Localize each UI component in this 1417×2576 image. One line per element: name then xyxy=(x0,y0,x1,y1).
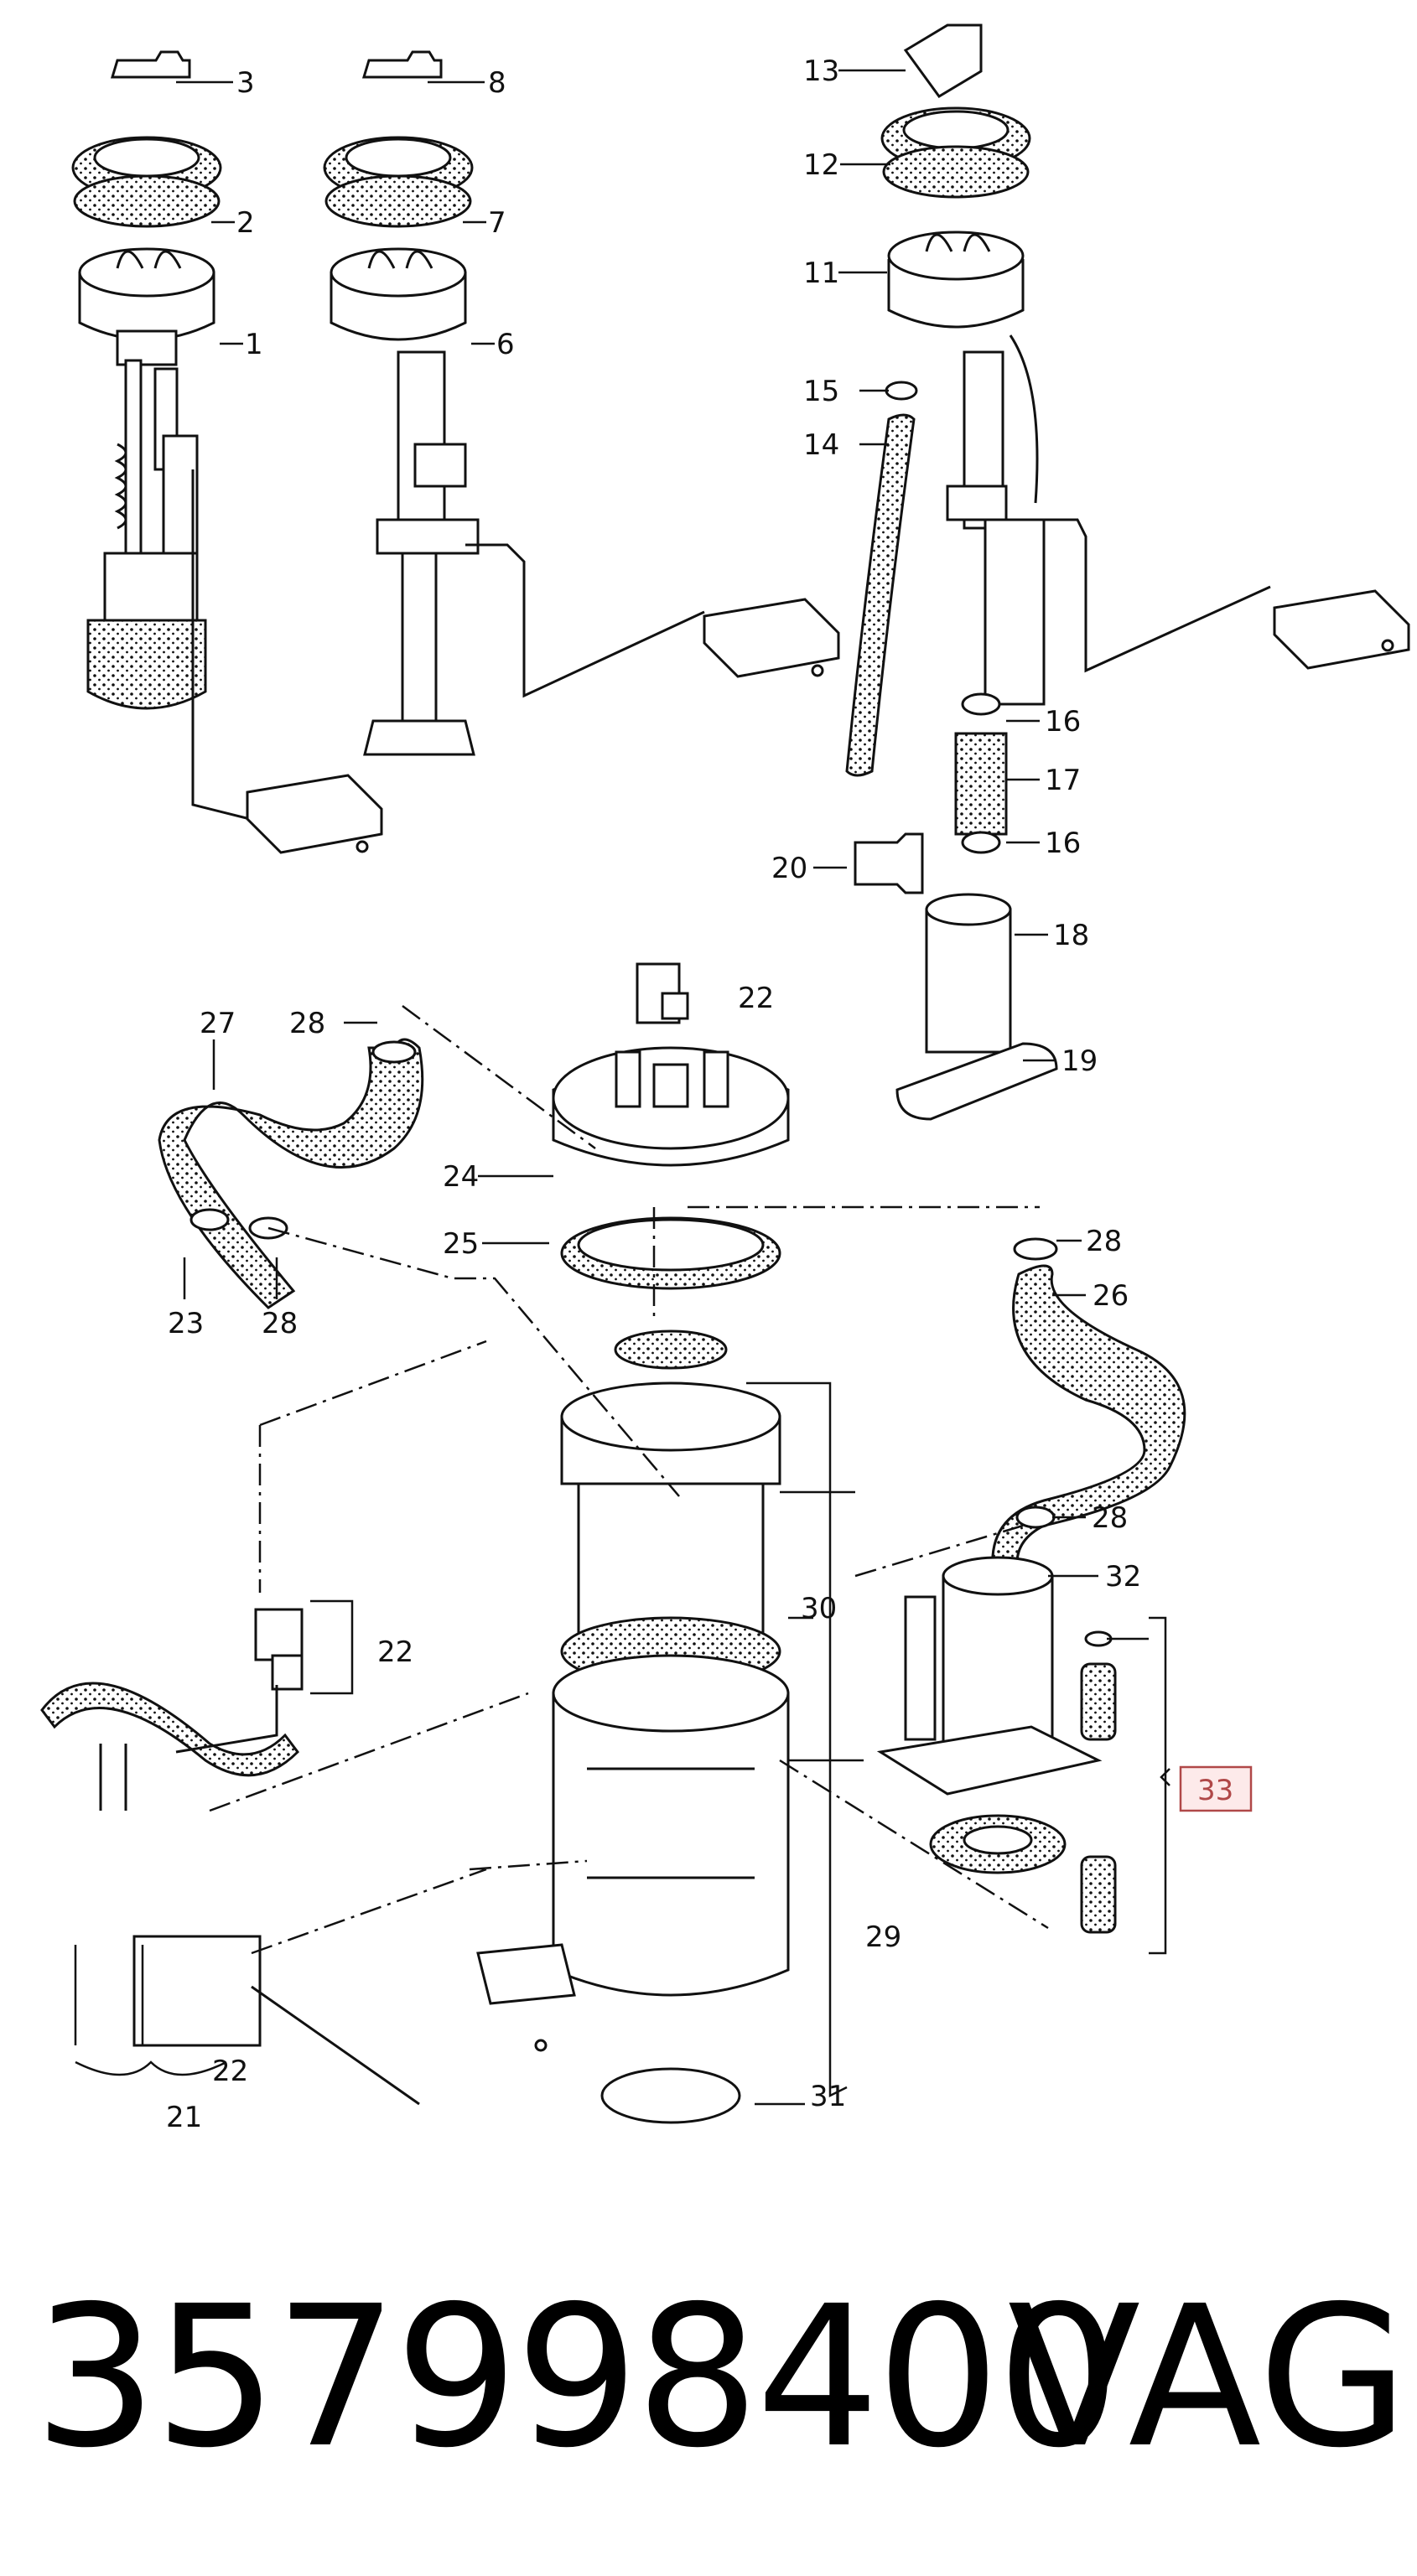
highlight-box-33 xyxy=(1179,1765,1253,1812)
callout-6: 6 xyxy=(496,328,515,361)
callout-33: 33 xyxy=(1197,1774,1233,1807)
callout-25: 25 xyxy=(443,1227,479,1261)
callout-26: 26 xyxy=(1093,1279,1129,1313)
callout-14: 14 xyxy=(803,428,839,462)
callout-12: 12 xyxy=(803,148,839,182)
callout-28-b: 28 xyxy=(1086,1225,1122,1258)
callout-22-a: 22 xyxy=(738,982,774,1015)
callout-21: 21 xyxy=(166,2101,202,2134)
callout-22-c: 22 xyxy=(212,2055,248,2088)
callout-19: 19 xyxy=(1061,1044,1098,1078)
sender-unit-assembly-2 xyxy=(323,50,840,756)
callout-24: 24 xyxy=(443,1160,479,1194)
callout-20: 20 xyxy=(771,852,807,885)
parts-diagram: 3 2 1 8 7 6 13 12 11 15 14 16 17 16 20 1… xyxy=(40,23,1410,2134)
callout-3: 3 xyxy=(236,66,255,100)
callout-22-b: 22 xyxy=(377,1635,413,1669)
pump-module-assembly xyxy=(40,962,1186,2124)
callout-18: 18 xyxy=(1053,919,1089,952)
sender-unit-assembly-3 xyxy=(845,23,1410,1121)
callout-16-b: 16 xyxy=(1045,827,1081,860)
callout-15: 15 xyxy=(803,375,839,408)
callout-7: 7 xyxy=(488,206,506,240)
callout-31: 31 xyxy=(810,2080,846,2113)
part-number: 357998400 xyxy=(34,2264,1120,2490)
callout-16-a: 16 xyxy=(1045,705,1081,739)
callout-30: 30 xyxy=(801,1592,837,1625)
callout-32: 32 xyxy=(1105,1560,1141,1594)
callout-11: 11 xyxy=(803,257,839,290)
brand-name: VAG xyxy=(1007,2264,1409,2490)
callout-23: 23 xyxy=(168,1307,204,1340)
callout-28-d: 28 xyxy=(1092,1501,1128,1535)
callout-17: 17 xyxy=(1045,764,1081,797)
callout-28-c: 28 xyxy=(262,1307,298,1340)
sender-unit-assembly-1 xyxy=(71,50,383,854)
callout-27: 27 xyxy=(200,1007,236,1040)
callout-29: 29 xyxy=(865,1920,901,1954)
callout-1: 1 xyxy=(245,328,263,361)
callout-2: 2 xyxy=(236,206,255,240)
callout-28-a: 28 xyxy=(289,1007,325,1040)
callout-labels: 3 2 1 8 7 6 13 12 11 15 14 16 17 16 20 1… xyxy=(166,54,1253,2134)
footer: 357998400 VAG xyxy=(0,2230,1417,2548)
callout-13: 13 xyxy=(803,54,839,88)
callout-8: 8 xyxy=(488,66,506,100)
leader-lines xyxy=(74,69,1170,2106)
